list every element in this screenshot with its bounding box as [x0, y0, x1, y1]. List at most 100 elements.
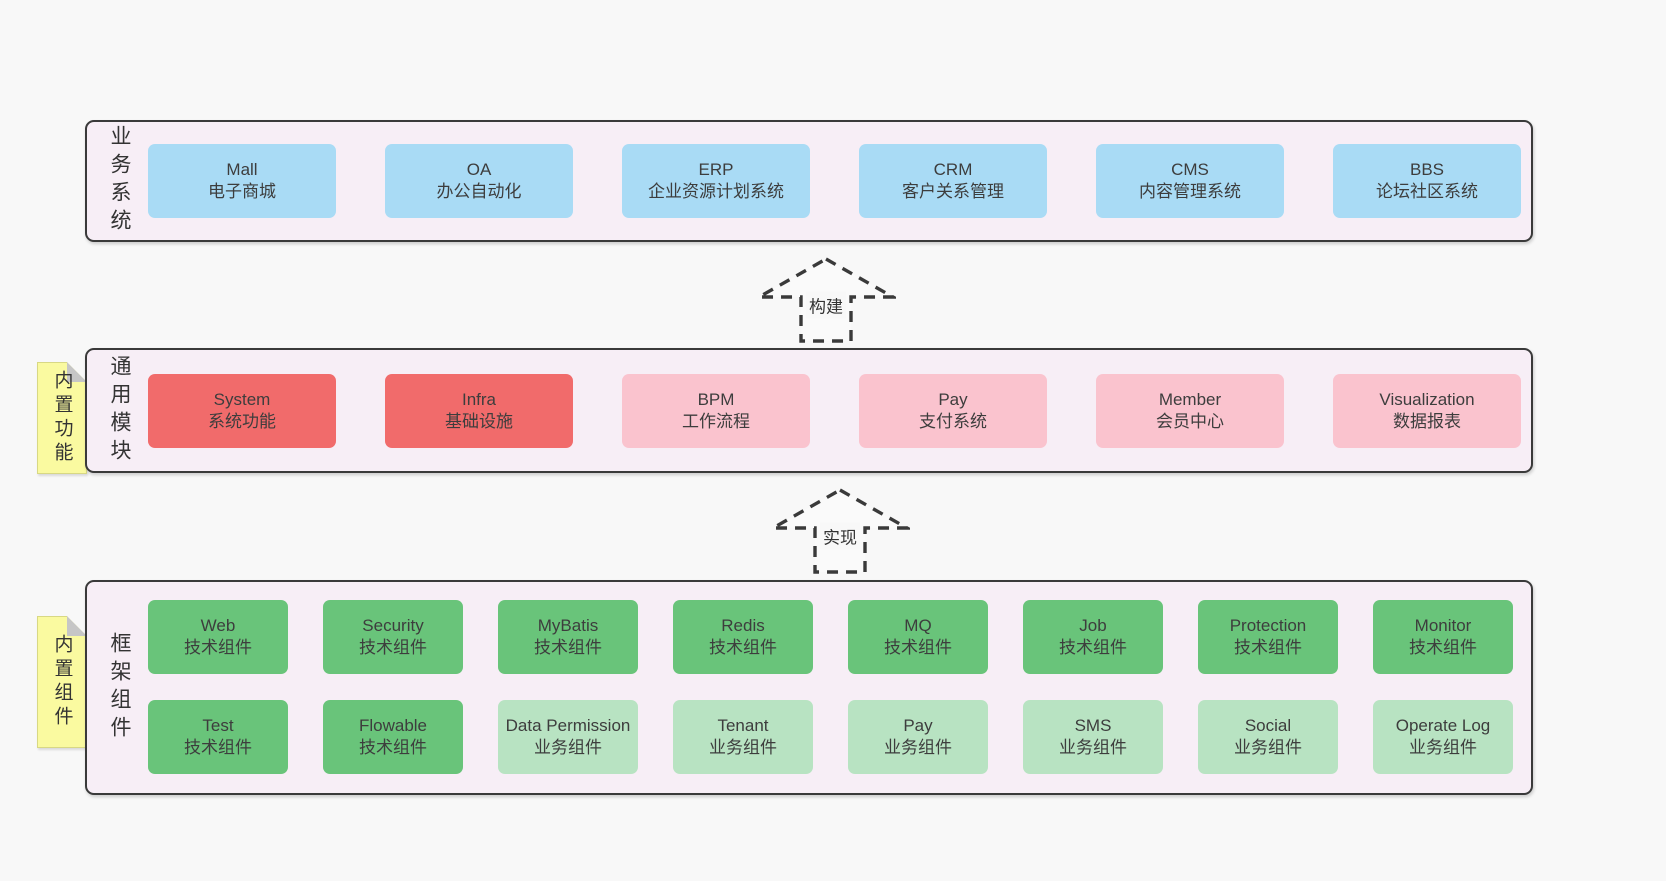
- box-title: Social: [1244, 715, 1292, 735]
- panel-vertical-label: 框架组件: [108, 631, 131, 744]
- box-redis: Redis 技术组件: [673, 600, 813, 674]
- box-title: Pay: [938, 389, 968, 409]
- box-subtitle: 业务组件: [1409, 738, 1477, 757]
- box-subtitle: 电子商城: [208, 182, 276, 201]
- box-title: Redis: [721, 615, 765, 635]
- box-title: Member: [1158, 389, 1222, 409]
- sticky-note-builtin-features: 内置功能: [37, 362, 87, 474]
- sticky-note-label: 内置功能: [51, 370, 73, 466]
- box-title: ERP: [698, 159, 734, 179]
- box-member: Member 会员中心: [1096, 374, 1284, 448]
- box-title: CMS: [1171, 159, 1209, 179]
- box-bpm: BPM 工作流程: [622, 374, 810, 448]
- box-subtitle: 业务组件: [709, 738, 777, 757]
- panel-vertical-label: 通用模块: [108, 354, 131, 467]
- framework-components-row-1: Web 技术组件 Security 技术组件 MyBatis 技术组件 Redi…: [148, 600, 1513, 674]
- box-title: Data Permission: [505, 715, 631, 735]
- box-title: MQ: [904, 615, 932, 635]
- box-pay-module: Pay 支付系统: [859, 374, 1047, 448]
- box-subtitle: 工作流程: [682, 412, 750, 431]
- box-subtitle: 技术组件: [534, 638, 602, 657]
- box-social: Social 业务组件: [1198, 700, 1338, 774]
- box-flowable: Flowable 技术组件: [323, 700, 463, 774]
- box-job: Job 技术组件: [1023, 600, 1163, 674]
- box-subtitle: 业务组件: [1234, 738, 1302, 757]
- box-test: Test 技术组件: [148, 700, 288, 774]
- box-visualization: Visualization 数据报表: [1333, 374, 1521, 448]
- sticky-note-builtin-components: 内置组件: [37, 616, 87, 748]
- box-pay-component: Pay 业务组件: [848, 700, 988, 774]
- box-security: Security 技术组件: [323, 600, 463, 674]
- box-mq: MQ 技术组件: [848, 600, 988, 674]
- box-web: Web 技术组件: [148, 600, 288, 674]
- box-subtitle: 技术组件: [184, 638, 252, 657]
- box-subtitle: 业务组件: [884, 738, 952, 757]
- box-subtitle: 论坛社区系统: [1376, 182, 1478, 201]
- box-subtitle: 技术组件: [709, 638, 777, 657]
- arrow-implement: 实现: [766, 487, 914, 575]
- box-operate-log: Operate Log 业务组件: [1373, 700, 1513, 774]
- box-sms: SMS 业务组件: [1023, 700, 1163, 774]
- box-protection: Protection 技术组件: [1198, 600, 1338, 674]
- arrow-label: 构建: [806, 291, 846, 319]
- box-title: System: [213, 389, 271, 409]
- common-modules-row: System 系统功能 Infra 基础设施 BPM 工作流程 Pay 支付系统…: [148, 374, 1521, 448]
- business-systems-row: Mall 电子商城 OA 办公自动化 ERP 企业资源计划系统 CRM 客户关系…: [148, 144, 1521, 218]
- box-title: Operate Log: [1395, 715, 1491, 735]
- box-title: Monitor: [1414, 615, 1472, 635]
- panel-framework-components: 框架组件 Web 技术组件 Security 技术组件 MyBatis 技术组件…: [85, 580, 1533, 795]
- box-mybatis: MyBatis 技术组件: [498, 600, 638, 674]
- box-subtitle: 企业资源计划系统: [648, 182, 784, 201]
- box-mall: Mall 电子商城: [148, 144, 336, 218]
- box-title: Tenant: [717, 715, 769, 735]
- box-title: Job: [1079, 615, 1107, 635]
- box-subtitle: 技术组件: [1059, 638, 1127, 657]
- box-bbs: BBS 论坛社区系统: [1333, 144, 1521, 218]
- box-subtitle: 技术组件: [359, 638, 427, 657]
- box-title: Pay: [903, 715, 933, 735]
- box-subtitle: 技术组件: [884, 638, 952, 657]
- box-tenant: Tenant 业务组件: [673, 700, 813, 774]
- box-cms: CMS 内容管理系统: [1096, 144, 1284, 218]
- box-title: Mall: [226, 159, 258, 179]
- box-subtitle: 系统功能: [208, 412, 276, 431]
- box-title: Security: [362, 615, 424, 635]
- box-title: Visualization: [1379, 389, 1475, 409]
- box-title: MyBatis: [537, 615, 599, 635]
- box-subtitle: 技术组件: [184, 738, 252, 757]
- box-title: Infra: [461, 389, 497, 409]
- box-title: BBS: [1409, 159, 1445, 179]
- box-infra: Infra 基础设施: [385, 374, 573, 448]
- box-oa: OA 办公自动化: [385, 144, 573, 218]
- box-subtitle: 数据报表: [1393, 412, 1461, 431]
- box-subtitle: 技术组件: [359, 738, 427, 757]
- sticky-note-label: 内置组件: [51, 634, 73, 730]
- box-title: Protection: [1229, 615, 1307, 635]
- box-subtitle: 支付系统: [919, 412, 987, 431]
- panel-vertical-label: 业务系统: [108, 125, 131, 237]
- box-title: Test: [202, 715, 234, 735]
- box-subtitle: 内容管理系统: [1139, 182, 1241, 201]
- box-subtitle: 会员中心: [1156, 412, 1224, 431]
- arrow-label: 实现: [820, 522, 860, 550]
- panel-business-systems: 业务系统 Mall 电子商城 OA 办公自动化 ERP 企业资源计划系统 CRM…: [85, 120, 1533, 242]
- framework-components-row-2: Test 技术组件 Flowable 技术组件 Data Permission …: [148, 700, 1513, 774]
- box-subtitle: 业务组件: [534, 738, 602, 757]
- box-title: OA: [466, 159, 492, 179]
- box-erp: ERP 企业资源计划系统: [622, 144, 810, 218]
- box-title: BPM: [697, 389, 735, 409]
- box-subtitle: 业务组件: [1059, 738, 1127, 757]
- box-system: System 系统功能: [148, 374, 336, 448]
- box-subtitle: 基础设施: [445, 412, 513, 431]
- arrow-build: 构建: [752, 256, 900, 344]
- box-title: Flowable: [358, 715, 428, 735]
- box-subtitle: 客户关系管理: [902, 182, 1004, 201]
- panel-common-modules: 通用模块 System 系统功能 Infra 基础设施 BPM 工作流程 Pay…: [85, 348, 1533, 473]
- box-subtitle: 技术组件: [1234, 638, 1302, 657]
- box-monitor: Monitor 技术组件: [1373, 600, 1513, 674]
- box-crm: CRM 客户关系管理: [859, 144, 1047, 218]
- box-subtitle: 办公自动化: [436, 182, 522, 201]
- box-title: CRM: [933, 159, 973, 179]
- box-data-permission: Data Permission 业务组件: [498, 700, 638, 774]
